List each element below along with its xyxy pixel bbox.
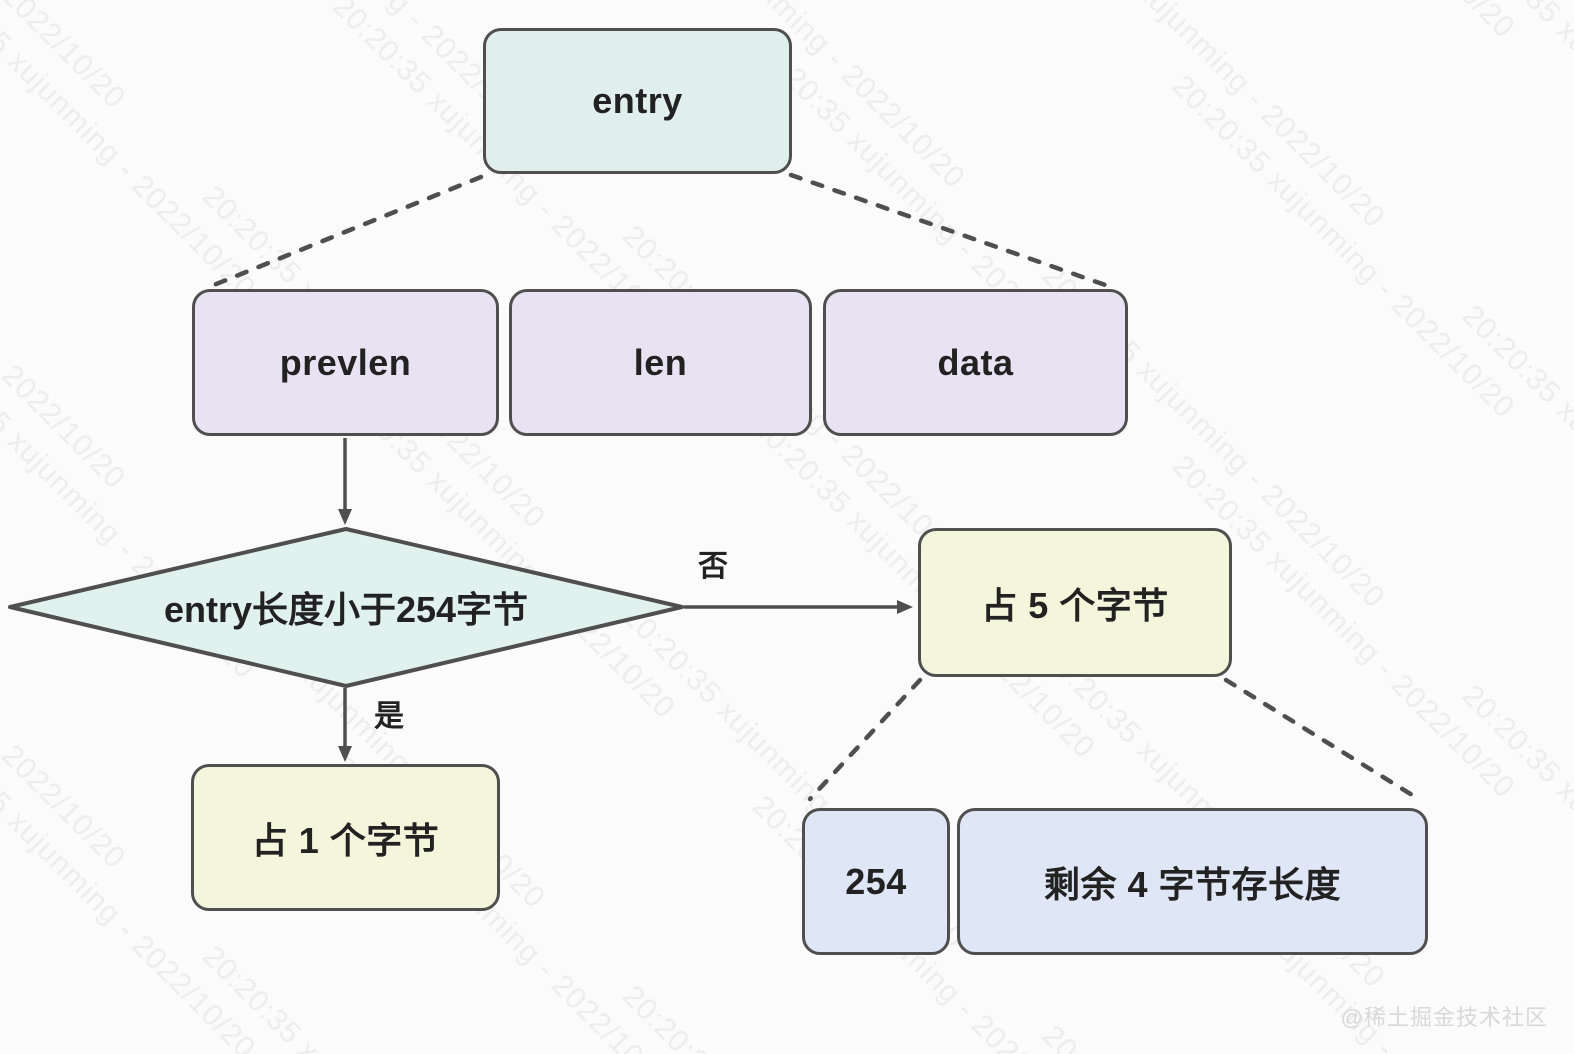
connector-entry-to-data [788, 172, 1114, 290]
community-credit: @稀土掘金技术社区 [1340, 1005, 1548, 1030]
node-remainder: 剩余 4 字节存长度 [957, 808, 1428, 955]
node-decision: entry长度小于254字节 [163, 589, 529, 630]
edge-label-yes: 是 [374, 700, 404, 733]
node-prevlen: prevlen [192, 289, 499, 436]
node-data-label: data [937, 341, 1014, 383]
connector-entry-to-prevlen [206, 174, 484, 290]
node-data: data [823, 289, 1128, 436]
node-one-byte-label: 占 1 个字节 [251, 819, 440, 861]
node-five-bytes: 占 5 个字节 [918, 528, 1232, 677]
node-entry: entry [483, 28, 792, 174]
connector-fivebytes-to-254 [807, 677, 923, 802]
node-len-label: len [633, 341, 688, 383]
node-254: 254 [802, 808, 950, 955]
node-254-label: 254 [845, 860, 907, 902]
node-entry-label: entry [592, 80, 683, 121]
node-one-byte: 占 1 个字节 [191, 764, 500, 911]
connector-fivebytes-to-remainder [1223, 677, 1420, 801]
node-five-bytes-label: 占 5 个字节 [981, 584, 1169, 626]
edge-label-no: 否 [698, 550, 728, 583]
node-remainder-label: 剩余 4 字节存长度 [1043, 863, 1342, 905]
node-len: len [509, 289, 812, 436]
decision-diamond-shape [8, 527, 684, 688]
node-prevlen-label: prevlen [279, 341, 412, 383]
